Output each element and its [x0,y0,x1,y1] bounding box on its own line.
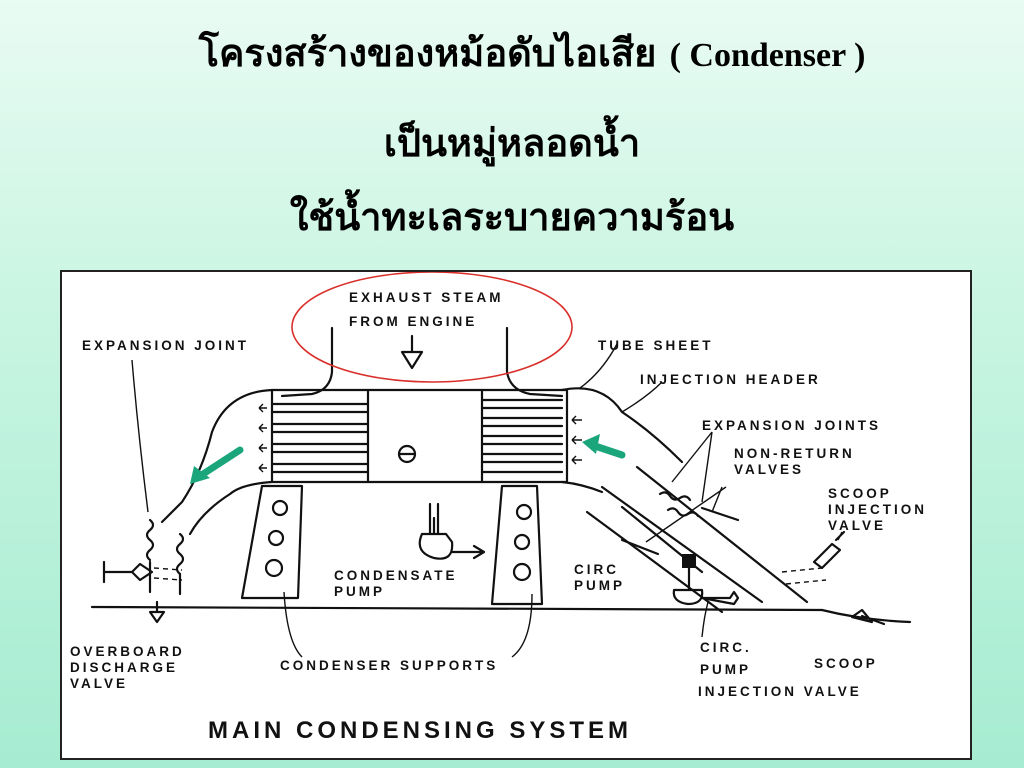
label-from-engine: FROM ENGINE [349,314,477,329]
label-discharge: DISCHARGE [70,660,178,675]
label-circ-pump: PUMP [574,578,625,593]
circ-pump-icon [674,568,702,604]
expansion-joint-bellows [147,520,183,574]
tube-bank-left [272,404,368,472]
discharge-arrow-icon [150,602,164,622]
label-exhaust-steam: EXHAUST STEAM [349,290,504,305]
label-scoop-injection-3: VALVE [828,518,886,533]
label-injection-valve: INJECTION VALVE [698,684,862,699]
label-circ-pump-2: PUMP [700,662,751,677]
title-english: ( Condenser ) [670,37,866,74]
title-thai: โครงสร้างของหม้อดับไอเสีย [199,30,657,75]
label-non-return: NON-RETURN [734,446,855,461]
diagram-drawing: EXHAUST STEAM FROM ENGINE EXPANSION JOIN… [62,272,974,762]
condenser-diagram: EXHAUST STEAM FROM ENGINE EXPANSION JOIN… [60,270,972,760]
label-circ-dot: CIRC. [700,640,752,655]
label-scoop-injection-1: SCOOP [828,486,892,501]
label-valves: VALVES [734,462,804,477]
title-line-2: เป็นหมู่หลอดน้ำ [0,112,1024,173]
label-scoop: SCOOP [814,656,878,671]
label-valve: VALVE [70,676,128,691]
label-condensate: CONDENSATE [334,568,458,583]
title-line-1: โครงสร้างของหม้อดับไอเสีย ( Condenser ) [0,22,1024,83]
label-expansion-joint: EXPANSION JOINT [82,338,249,353]
expansion-joints-icon [660,492,698,516]
label-condenser-supports: CONDENSER SUPPORTS [280,658,498,673]
condenser-support-left [242,486,302,598]
diagram-caption: MAIN CONDENSING SYSTEM [208,717,632,744]
label-circ: CIRC [574,562,619,577]
label-scoop-injection-2: INJECTION [828,502,927,517]
overboard-valve-icon [104,562,152,582]
steam-inlet-arrow-icon [402,336,422,368]
label-condensate-pump: PUMP [334,584,385,599]
condenser-support-right [492,486,542,604]
non-return-valve-1 [702,508,738,520]
label-overboard: OVERBOARD [70,644,185,659]
label-tube-sheet: TUBE SHEET [598,338,714,353]
base-floor-line [92,607,822,610]
circ-pump-motor-icon [682,554,696,568]
title-line-3: ใช้น้ำทะเลระบายความร้อน [0,186,1024,247]
label-injection-header: INJECTION HEADER [640,372,821,387]
label-expansion-joints: EXPANSION JOINTS [702,418,881,433]
tube-bank-right [482,400,562,472]
condensate-pump-icon [420,504,484,559]
